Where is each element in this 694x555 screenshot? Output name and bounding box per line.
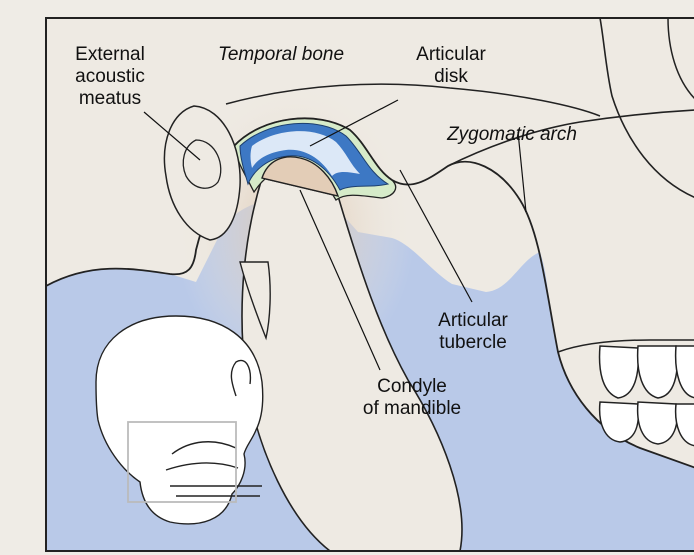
label-zygomatic-arch: Zygomatic arch: [424, 124, 600, 146]
label-temporal-bone: Temporal bone: [196, 44, 366, 66]
label-external-acoustic-meatus: External acoustic meatus: [58, 44, 162, 110]
label-condyle-of-mandible: Condyle of mandible: [352, 376, 472, 420]
label-articular-tubercle: Articular tubercle: [420, 310, 526, 354]
label-articular-disk: Articular disk: [398, 44, 504, 88]
